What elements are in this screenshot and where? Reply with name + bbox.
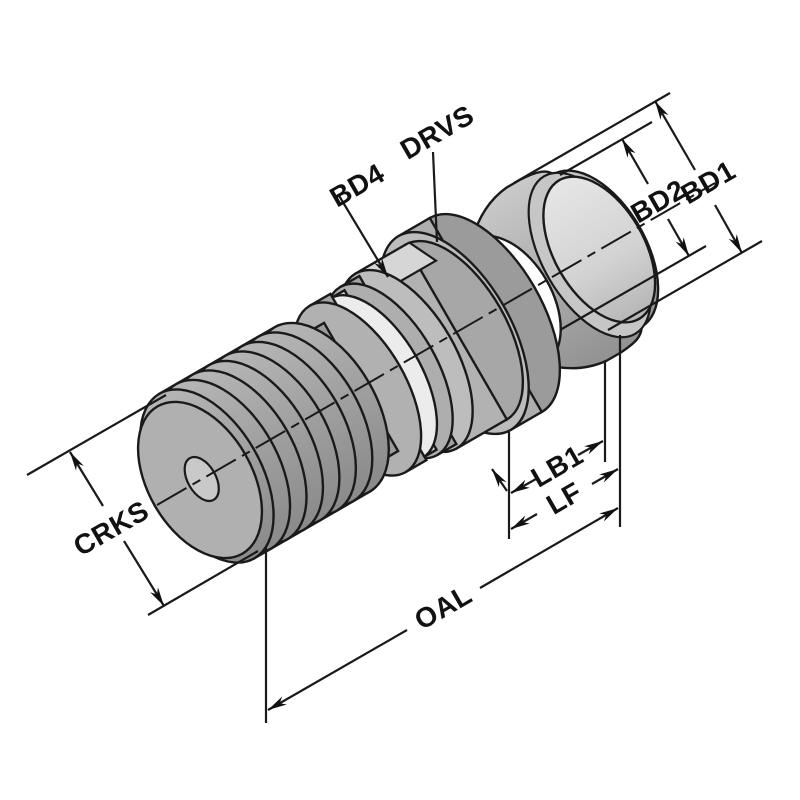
dim-crks <box>26 394 259 616</box>
flange-face-pointer-arrow <box>491 468 508 492</box>
bd1-extension-lower <box>607 240 763 331</box>
bd2-extension-upper <box>559 121 653 176</box>
drvs-leader-line <box>431 151 439 243</box>
label-drvs: DRVS <box>395 99 479 165</box>
lb1-dim-line <box>510 478 537 494</box>
lf-dim-line <box>591 468 619 485</box>
label-crks: CRKS <box>68 495 154 563</box>
crks-extension-upper <box>26 394 167 476</box>
crks-dim-line <box>123 540 165 607</box>
dimensions <box>26 92 763 723</box>
lf-dim-line <box>510 513 538 530</box>
dim-lb1 <box>491 362 607 494</box>
dim-bd1 <box>513 92 763 331</box>
dim-bd2 <box>559 121 707 331</box>
lb1-dim-line <box>577 440 604 456</box>
bd1-dim-line <box>654 100 696 171</box>
oal-dim-line <box>267 629 408 711</box>
centerline <box>156 182 716 506</box>
label-oal: OAL <box>409 579 477 636</box>
bd1-extension-upper <box>513 92 671 184</box>
crks-dim-line <box>69 451 104 507</box>
bd2-dim-line <box>621 138 649 185</box>
bd2-extension-lower <box>559 245 707 331</box>
bd1-dim-line <box>714 204 743 254</box>
bd4-leader-line <box>337 193 389 278</box>
dim-lf <box>507 432 619 539</box>
crks-extension-lower <box>147 550 259 616</box>
label-bd4: BD4 <box>324 157 389 213</box>
bd2-dim-line <box>667 218 690 257</box>
dim-oal <box>264 335 622 723</box>
oal-dim-line <box>479 507 619 589</box>
label-bd1: BD1 <box>675 154 740 210</box>
